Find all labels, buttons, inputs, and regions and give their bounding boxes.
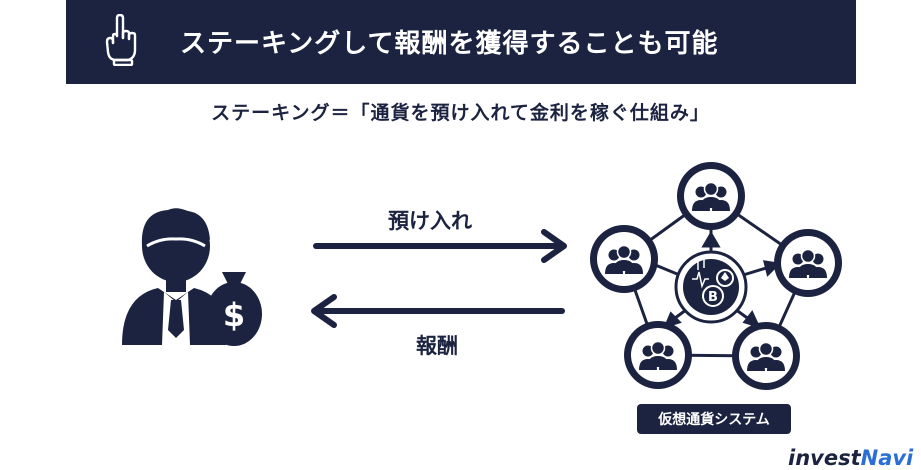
header-banner xyxy=(66,0,856,84)
network-node xyxy=(732,322,800,390)
user-group-icon xyxy=(692,181,730,211)
staking-diagram: $ B xyxy=(122,162,842,390)
deposit-label: 預け入れ xyxy=(388,209,472,233)
network-node xyxy=(624,321,692,389)
network-node xyxy=(590,225,658,293)
network-nodes xyxy=(590,162,842,390)
site-logo: investNavi xyxy=(788,446,913,470)
user-group-icon xyxy=(789,248,827,278)
user-group-icon xyxy=(747,341,785,371)
reward-arrow xyxy=(311,294,565,328)
deposit-arrow xyxy=(313,229,567,263)
network-node xyxy=(774,229,842,297)
system-badge: 仮想通貨システム xyxy=(637,404,791,434)
svg-text:$: $ xyxy=(223,296,245,334)
logo-part1: invest xyxy=(788,446,861,470)
svg-text:B: B xyxy=(708,290,718,305)
network-node xyxy=(677,162,745,230)
investor-with-moneybag-icon: $ xyxy=(122,208,262,346)
user-group-icon xyxy=(605,244,643,274)
reward-label: 報酬 xyxy=(416,334,458,358)
user-group-icon xyxy=(639,340,677,370)
crypto-coins-icon: B xyxy=(674,250,748,324)
logo-part2: Navi xyxy=(860,446,914,470)
subtitle: ステーキング＝「通貨を預け入れて金利を稼ぐ仕組み」 xyxy=(211,102,710,124)
page-title: ステーキングして報酬を獲得することも可能 xyxy=(180,29,719,59)
pointing-hand-icon xyxy=(105,14,137,66)
